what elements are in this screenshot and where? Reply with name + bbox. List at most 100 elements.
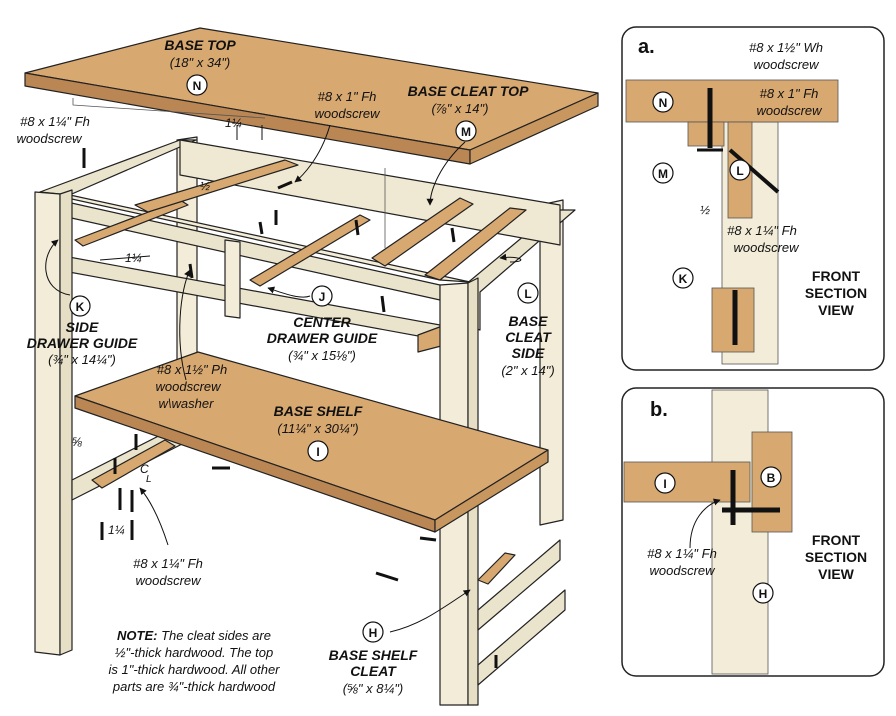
detail-b-shelf-i (623, 461, 751, 503)
back-right-leg (539, 199, 564, 526)
base-cleat-side-size: (2" x 14") (501, 363, 554, 378)
fh-114-low-label: #8 x 1¼" Fh (133, 556, 203, 571)
note-line-3: is 1"-thick hardwood. All other (108, 662, 280, 677)
detail-a-key-l: L (736, 164, 743, 178)
front-left-leg-side (59, 189, 73, 656)
fh-114-left-label-b: woodscrew (16, 131, 83, 146)
base-cleat-side-l1: BASE (509, 313, 549, 329)
key-k: K (76, 300, 85, 314)
detail-a-bubble-m (652, 162, 674, 184)
key-bubble-i (307, 440, 329, 462)
detail-a-fh1-b: woodscrew (756, 103, 823, 118)
key-bubble-j (311, 285, 333, 307)
fh-1-label: #8 x 1" Fh (318, 89, 377, 104)
detail-a-letter: a. (638, 36, 655, 58)
base-shelf-cleat-right (477, 552, 516, 585)
note-line-1: NOTE: The cleat sides are (117, 628, 271, 643)
base-shelf-size: (11¼" x 30¼") (277, 421, 358, 436)
detail-a-fh114: #8 x 1¼" Fh (727, 223, 797, 238)
detail-a-key-n: N (659, 96, 668, 110)
detail-a-fh1: #8 x 1" Fh (760, 86, 819, 101)
side-drawer-guide-l1: SIDE (66, 319, 99, 335)
fh-1-label-b: woodscrew (314, 106, 381, 121)
note-head: NOTE: (117, 628, 157, 643)
main-labels: BASE TOP (18" x 34") N BASE CLEAT TOP (⅞… (16, 37, 554, 696)
detail-a-fh114-b: woodscrew (733, 240, 800, 255)
base-cleat-side (424, 207, 527, 281)
detail-a-cleat-m (687, 121, 725, 147)
leader-lines (45, 124, 522, 633)
base-shelf-title: BASE SHELF (274, 403, 363, 419)
base-shelf-cleat-size: (⅝" x 8¼") (343, 681, 404, 696)
detail-b: b. I B H #8 x 1¼" Fh woodscrew FRONT SEC… (621, 387, 885, 677)
detail-b-bubble-b (760, 466, 782, 488)
side-drawer-guide-l2: DRAWER GUIDE (27, 335, 138, 351)
key-l: L (524, 287, 531, 301)
lower-right-stretcher (477, 539, 561, 631)
detail-a-bubble-k (672, 267, 694, 289)
base-top-title: BASE TOP (164, 37, 236, 53)
lower-right-stretcher-2 (477, 589, 566, 686)
detail-a-key-k: K (679, 272, 688, 286)
detail-a-wh-b: woodscrew (753, 57, 820, 72)
base-top-side-edge (469, 92, 599, 165)
detail-b-bubble-i (654, 472, 676, 494)
dim-114-top: 1¼ (225, 116, 242, 130)
detail-b-view-3: VIEW (818, 566, 855, 582)
key-j: J (319, 290, 326, 304)
detail-a: a. #8 x 1½" Wh woodscrew #8 x 1" Fh wood… (621, 26, 885, 371)
key-n: N (193, 79, 202, 93)
note-line-2: ½"-thick hardwood. The top (115, 645, 274, 660)
base-top-size: (18" x 34") (170, 55, 231, 70)
center-drawer-guide-size: (¾" x 15⅛") (288, 348, 356, 363)
base-cleat-side-l2: CLEAT (505, 329, 552, 345)
base-cleat-top-size: (⅞" x 14") (432, 101, 489, 116)
detail-b-leader (689, 498, 721, 549)
detail-b-fh-b: woodscrew (649, 563, 716, 578)
dim-cl: C (140, 462, 149, 476)
side-drawer-guide (74, 199, 189, 247)
key-bubble-m (455, 120, 477, 142)
key-h: H (369, 626, 378, 640)
base-shelf-cleat-l1: BASE SHELF (329, 647, 418, 663)
key-bubble-l (517, 282, 539, 304)
key-i: I (316, 445, 319, 459)
fh-114-low-label-b: woodscrew (135, 573, 202, 588)
detail-a-bubble-n (652, 91, 674, 113)
dim-cl-l: L (146, 474, 152, 485)
note-l1: The cleat sides are (158, 628, 271, 643)
center-drawer-guide-l2: DRAWER GUIDE (267, 330, 378, 346)
base-shelf-cleat-l2: CLEAT (350, 663, 397, 679)
detail-b-key-h: H (759, 587, 768, 601)
side-drawer-guide-size: (¾" x 14¼") (48, 352, 116, 367)
screws-group (82, 148, 498, 668)
front-center-divider (224, 239, 241, 319)
detail-a-key-m: M (658, 167, 668, 181)
base-cleat-side-l3: SIDE (512, 345, 545, 361)
key-bubble-h (362, 621, 384, 643)
ph-screw-l3: w\washer (159, 396, 215, 411)
detail-a-dim: ½ (700, 203, 710, 217)
key-bubble-k (69, 295, 91, 317)
detail-b-key-i: I (663, 477, 666, 491)
detail-a-view-3: VIEW (818, 302, 855, 318)
front-left-leg (34, 191, 61, 656)
center-drawer-guide (249, 214, 371, 287)
base-cleat-top-title: BASE CLEAT TOP (408, 83, 529, 99)
fh-114-left-label: #8 x 1¼" Fh (20, 114, 90, 129)
detail-a-wh: #8 x 1½" Wh (749, 40, 823, 55)
top-outline-ghost (72, 98, 266, 119)
note-line-4: parts are ¾"-thick hardwood (112, 679, 276, 694)
detail-a-view-2: SECTION (805, 285, 867, 301)
ph-screw-l1: #8 x 1½" Ph (157, 362, 227, 377)
dim-114-mid: 1¼ (125, 251, 142, 265)
base-shelf-side-edge (434, 449, 549, 533)
key-m: M (461, 125, 471, 139)
dim-58: ⅝ (72, 435, 82, 449)
main-exploded-view (24, 27, 599, 706)
detail-b-fh: #8 x 1¼" Fh (647, 546, 717, 561)
detail-b-letter: b. (650, 399, 668, 421)
detail-b-bubble-h (752, 582, 774, 604)
detail-b-key-b: B (767, 471, 776, 485)
